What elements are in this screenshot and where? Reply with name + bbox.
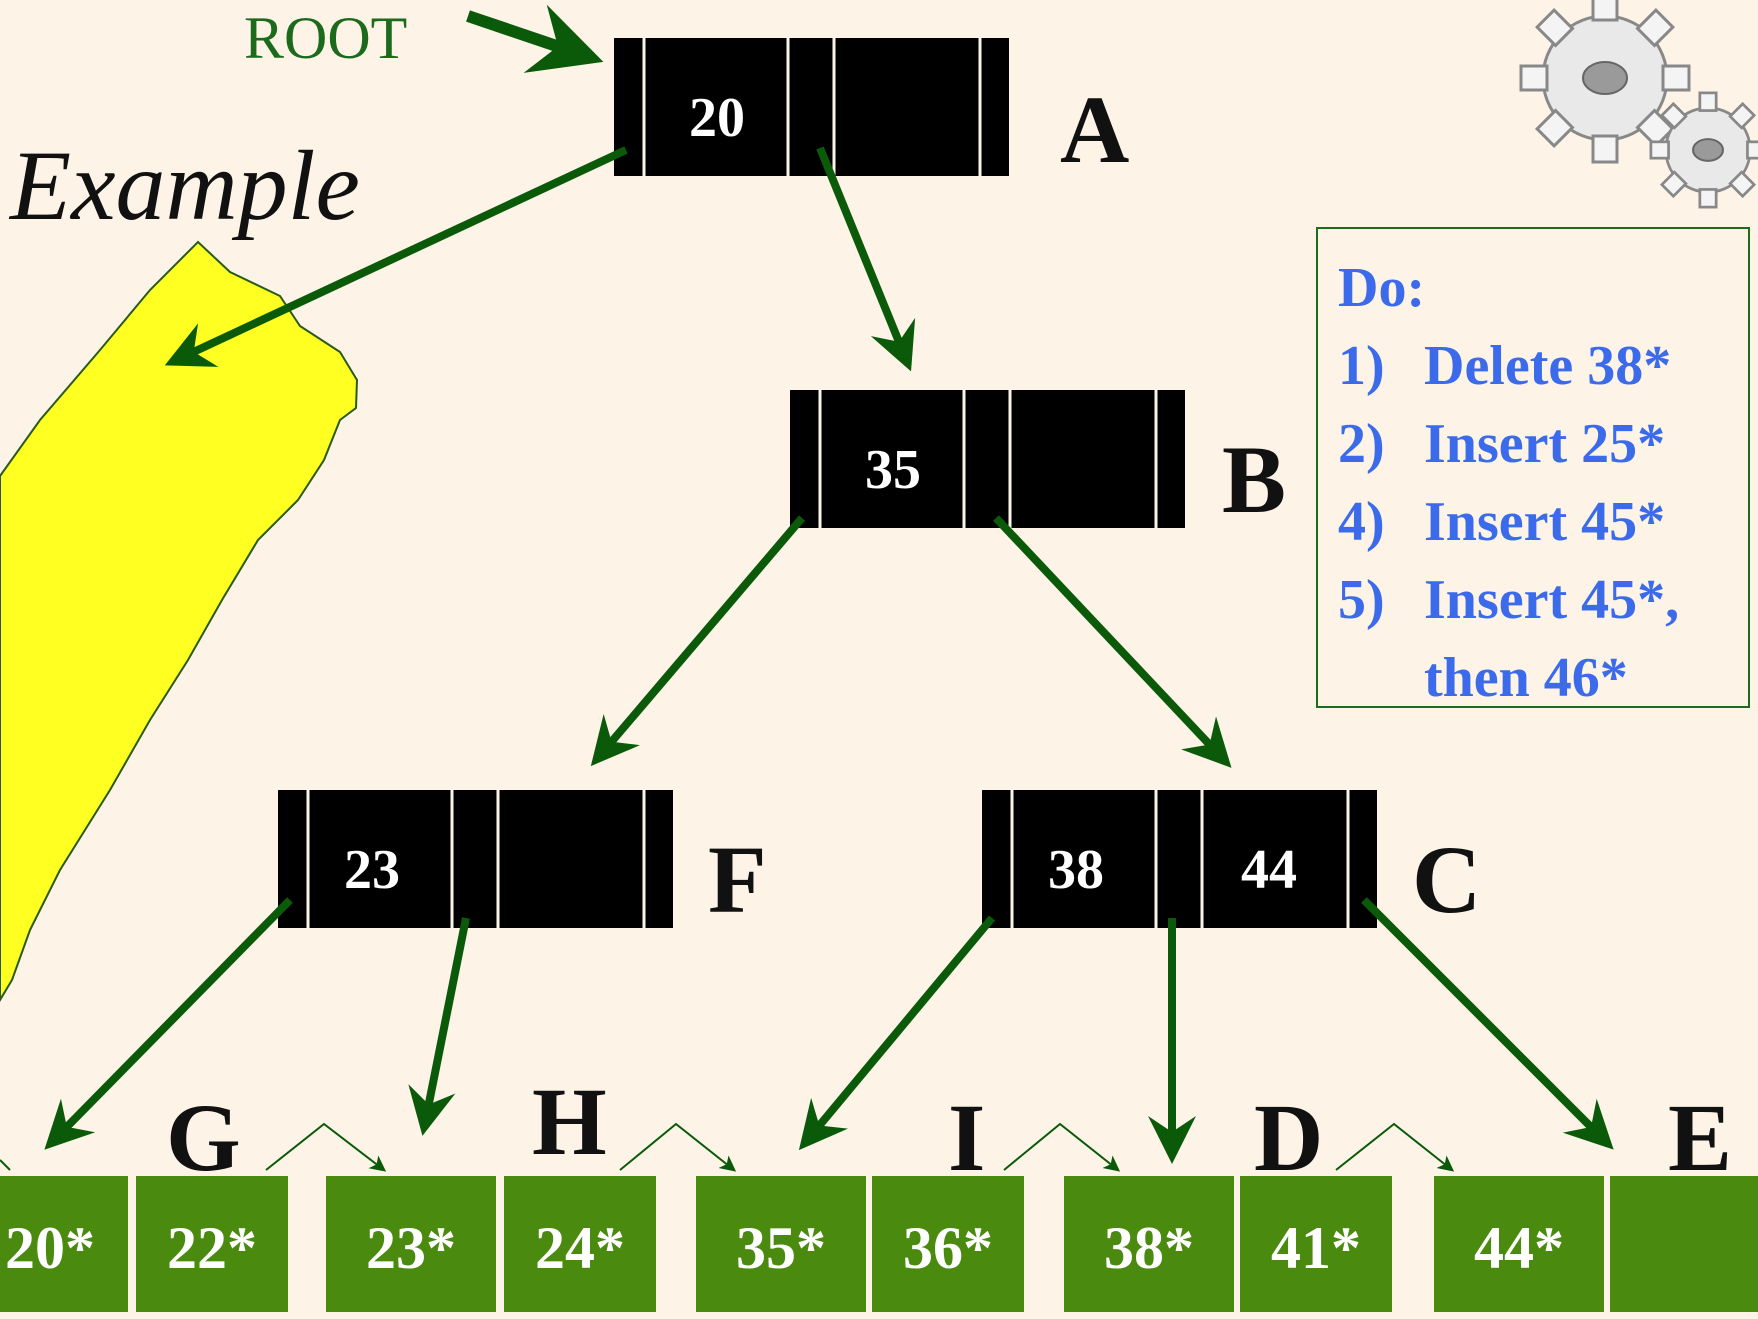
leaf-I-label: I bbox=[948, 1084, 986, 1191]
node-B bbox=[790, 390, 1185, 528]
sibling-link-3 bbox=[1003, 1122, 1121, 1172]
todo-item-number: 4) bbox=[1338, 491, 1385, 553]
node-C-key-2: 44 bbox=[1241, 839, 1297, 901]
gear-icon bbox=[1519, 0, 1691, 164]
arrow-B-F bbox=[590, 515, 806, 767]
node-B-key-1: 35 bbox=[865, 439, 921, 501]
arrow-C-I bbox=[798, 915, 996, 1151]
leaf-entry: 38* bbox=[1104, 1215, 1194, 1281]
leaf-G-cell-2 bbox=[136, 1176, 288, 1312]
todo-item-number: 1) bbox=[1338, 335, 1385, 397]
leaf-E-cell-1 bbox=[1434, 1176, 1604, 1312]
leaf-entry: 35* bbox=[736, 1215, 826, 1281]
leaf-entry: 22* bbox=[167, 1215, 257, 1281]
leaf-entry: 24* bbox=[535, 1215, 625, 1281]
leaf-G-label: G bbox=[166, 1084, 241, 1191]
todo-item-text: Insert 45*, bbox=[1424, 569, 1680, 631]
todo-item: 4) Insert 45* bbox=[1338, 483, 1748, 561]
todo-item-text: then 46* bbox=[1424, 647, 1628, 709]
sibling-link-4 bbox=[1335, 1122, 1455, 1172]
sibling-link-0 bbox=[0, 1159, 11, 1171]
root-arrow bbox=[466, 4, 604, 73]
todo-item-text: Insert 45* bbox=[1424, 491, 1666, 553]
node-A bbox=[614, 38, 1009, 176]
root-label: ROOT bbox=[244, 5, 408, 71]
node-C-key-1: 38 bbox=[1048, 839, 1104, 901]
node-F-label: F bbox=[708, 826, 767, 933]
node-A-key-1: 20 bbox=[689, 87, 745, 149]
todo-item: then 46* bbox=[1338, 639, 1748, 717]
leaf-E-cell-2 bbox=[1610, 1176, 1758, 1312]
leaf-I-cell-2 bbox=[872, 1176, 1024, 1312]
node-F-key-1: 23 bbox=[344, 839, 400, 901]
example-heading: Example bbox=[10, 130, 360, 241]
leaf-entry: 44* bbox=[1474, 1215, 1564, 1281]
leaf-D-cell-1 bbox=[1064, 1176, 1234, 1312]
highlight-blob bbox=[0, 240, 359, 1002]
arrow-A-left bbox=[164, 146, 628, 367]
leaf-entry: 23* bbox=[366, 1215, 456, 1281]
node-B-label: B bbox=[1222, 426, 1287, 533]
node-C-label: C bbox=[1412, 826, 1482, 933]
sibling-link-1 bbox=[265, 1122, 387, 1172]
arrow-F-G bbox=[44, 897, 293, 1150]
leaf-G-cell-1 bbox=[0, 1176, 128, 1312]
leaf-E-label: E bbox=[1668, 1084, 1733, 1191]
node-A-label: A bbox=[1060, 76, 1130, 183]
leaf-entry: 41* bbox=[1271, 1215, 1361, 1281]
gear-icon bbox=[1649, 91, 1758, 209]
sibling-link-2 bbox=[619, 1122, 737, 1172]
todo-item-number bbox=[1338, 639, 1424, 717]
todo-title: Do: bbox=[1338, 257, 1426, 319]
leaf-entry: 20* bbox=[5, 1215, 95, 1281]
arrow-F-H bbox=[408, 917, 470, 1136]
todo-item-text: Delete 38* bbox=[1424, 335, 1672, 397]
todo-item: 1) Delete 38* bbox=[1338, 327, 1748, 405]
node-F bbox=[278, 790, 673, 928]
leaf-I-cell-1 bbox=[696, 1176, 866, 1312]
arrow-B-C bbox=[993, 515, 1232, 768]
todo-item: 2) Insert 25* bbox=[1338, 405, 1748, 483]
todo-item-text: Insert 25* bbox=[1424, 413, 1666, 475]
node-C bbox=[982, 790, 1377, 928]
arrow-A-B bbox=[816, 146, 916, 372]
leaf-entry: 36* bbox=[903, 1215, 993, 1281]
leaf-H-cell-1 bbox=[326, 1176, 496, 1312]
leaf-D-label: D bbox=[1254, 1084, 1324, 1191]
todo-item-number: 5) bbox=[1338, 569, 1385, 631]
leaf-D-cell-2 bbox=[1240, 1176, 1392, 1312]
leaf-H-cell-2 bbox=[504, 1176, 656, 1312]
leaf-H-label: H bbox=[532, 1068, 607, 1175]
arrow-C-E bbox=[1361, 897, 1614, 1150]
todo-item: 5) Insert 45*, bbox=[1338, 561, 1748, 639]
todo-box: Do: 1) Delete 38* 2) Insert 25* 4) Inser… bbox=[1316, 227, 1750, 709]
todo-item-number: 2) bbox=[1338, 413, 1385, 475]
